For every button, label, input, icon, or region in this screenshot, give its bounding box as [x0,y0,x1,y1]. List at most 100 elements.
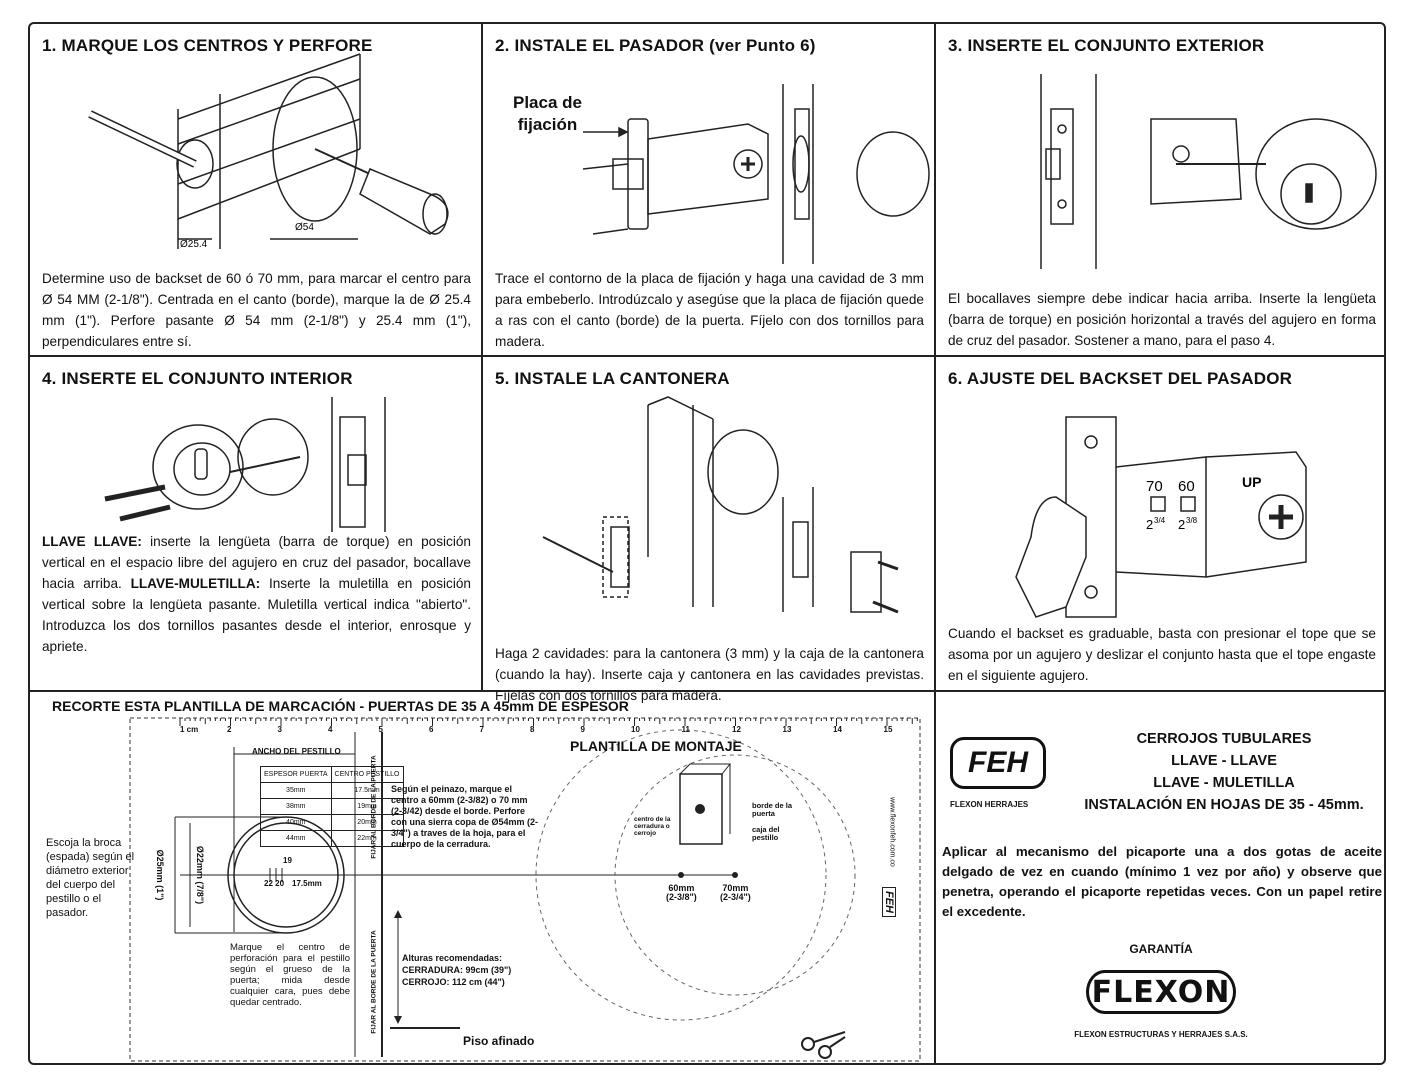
ruler-number: 4 [328,725,333,734]
step-3-title: 3. INSERTE EL CONJUNTO EXTERIOR [948,36,1265,55]
company-name: FLEXON ESTRUCTURAS Y HERRAJES S.A.S. [1074,1030,1248,1039]
step-2-text: Trace el contorno de la placa de fijació… [495,271,924,349]
ruler-number: 6 [429,725,434,734]
warranty-label: GARANTÍA [1129,942,1193,956]
callout-placa: Placa de fijación [513,92,582,136]
ruler-number: 9 [580,725,585,734]
frac-1-sup: 3/4 [1154,516,1166,525]
frac-2-sup: 3/8 [1186,516,1198,525]
alturas-title: Alturas recomendadas: [402,953,503,963]
text-lead: LLAVE LLAVE: [42,534,142,549]
template-drawing [129,717,921,1062]
step-4-text: LLAVE LLAVE: inserte la lengüeta (barra … [42,531,471,657]
text-part: inserte la lengüeta (barra de torque) en… [42,534,471,591]
step-4-title: 4. INSERTE EL CONJUNTO INTERIOR [42,369,353,388]
ruler-number: 5 [378,725,383,734]
piso-label: Piso afinado [463,1034,535,1048]
measure-60: 60mm (2-3/8") [666,884,697,902]
step-3-text: El bocallaves siempre debe indicar hacia… [948,291,1376,348]
ruler-number: 15 [883,725,893,734]
up-label: UP [1242,474,1261,490]
interior-assembly-illustration [104,397,386,532]
step-2-title: 2. INSTALE EL PASADOR (ver Punto 6) [495,36,816,55]
ruler-number: 11 [681,725,690,734]
center-bottom-a: 22 20 [264,879,285,888]
latch-illustration [582,84,930,264]
side-note: Escoja la broca (espada) según el diámet… [46,837,135,919]
drill-illustration: Ø25.4 Ø54 [88,53,449,250]
product-line: CERROJOS TUBULARES [1136,731,1312,747]
ruler-number: 7 [479,725,484,734]
product-line: LLAVE - LLAVE [1171,753,1277,769]
ruler-number: 2 [227,725,232,734]
measure-70-in: (2-3/4") [720,892,751,902]
dim-small: Ø25.4 [180,239,208,250]
step-1-text: Determine uso de backset de 60 ó 70 mm, … [42,271,471,349]
measure-70: 70mm (2-3/4") [720,884,751,902]
template-panel: RECORTE ESTA PLANTILLA DE MARCACIÓN - PU… [30,692,934,1065]
grid-divider [30,355,1384,357]
maintenance-text: Aplicar al mecanismo del picaporte una a… [942,844,1382,919]
backset-illustration: UP 70 60 2 3/4 2 3/8 [1015,416,1307,618]
alturas-line: CERRADURA: 99cm (39") [402,965,512,975]
template-instruction: Según el peinazo, marque el centro a 60m… [391,784,539,849]
step-6-panel: 6. AJUSTE DEL BACKSET DEL PASADOR UP 70 … [936,357,1386,690]
product-line: LLAVE - MULETILLA [1153,775,1295,791]
step-3-panel: 3. INSERTE EL CONJUNTO EXTERIOR El bocal… [936,24,1386,355]
table-header: CENTRO PESTILLO [330,766,404,783]
step-4-panel: 4. INSERTE EL CONJUNTO INTERIOR LLAVE LL… [30,357,481,690]
step-5-panel: 5. INSTALE LA CANTONERA Haga 2 cavidades… [483,357,934,703]
ancho-label: ANCHO DEL PESTILLO [252,747,341,756]
brand-panel: FEH FLEXON HERRAJES CERROJOS TUBULARES L… [936,692,1386,1065]
table-header: ESPESOR PUERTA [260,766,332,783]
text-lead: LLAVE-MULETILLA: [130,576,261,591]
ruler-number: 12 [732,725,741,734]
ruler-first: 1 cm [180,725,199,734]
frac-2: 2 [1178,517,1185,532]
feh-small-logo: FEH [882,887,896,917]
step-5-title: 5. INSTALE LA CANTONERA [495,369,730,388]
center-bottom-b: 17.5mm [292,879,322,888]
ruler-number: 14 [833,725,842,734]
dim-large: Ø54 [295,222,314,233]
flexon-logo: FLEXON [1086,970,1236,1014]
centro-label: centro de la cerradura o cerrojo [634,816,671,837]
step-2-panel: 2. INSTALE EL PASADOR (ver Punto 6) Plac… [483,24,934,355]
scissors-icon [801,1031,846,1059]
marque-note: Marque el centro de perforación para el … [230,942,350,1008]
template-header: RECORTE ESTA PLANTILLA DE MARCACIÓN - PU… [52,698,629,714]
ruler-number: 3 [277,725,282,734]
product-line: INSTALACIÓN EN HOJAS DE 35 - 45mm. [1084,797,1364,813]
template-title: PLANTILLA DE MONTAJE [570,738,742,754]
center-top: 19 [283,856,292,865]
strike-illustration [542,396,899,614]
callout-line: Placa de [513,93,582,112]
product-lines: CERROJOS TUBULARES LLAVE - LLAVE LLAVE -… [1074,728,1374,816]
feh-logo: FEH [950,737,1046,789]
measure-70-mm: 70mm [722,883,749,893]
grid-divider [30,690,1384,692]
measure-60-in: (2-3/8") [666,892,697,902]
instruction-sheet: 1. MARQUE LOS CENTROS Y PERFORE [28,22,1386,1065]
dia-inner: Ø22mm (7/8") [195,845,205,905]
caja-label: caja del pestillo [752,825,780,842]
feh-logo-sub: FLEXON HERRAJES [950,800,1029,809]
measure-60-mm: 60mm [668,883,695,893]
grid-divider [481,24,483,691]
alturas-line: CERROJO: 112 cm (44") [402,977,505,987]
ruler-number: 8 [530,725,535,734]
dia-outer: Ø25mm (1") [155,849,165,901]
website: www.flexonfeh.com.co [888,797,896,867]
step-5-text: Haga 2 cavidades: para la cantonera (3 m… [495,646,924,703]
step-6-text: Cuando el backset es graduable, basta co… [948,626,1376,683]
callout-line: fijación [517,115,578,134]
ruler-number: 13 [782,725,792,734]
borde-label: borde de la puerta [752,801,793,818]
step-1-panel: 1. MARQUE LOS CENTROS Y PERFORE [30,24,481,355]
alturas-block: Alturas recomendadas: CERRADURA: 99cm (3… [402,952,511,988]
